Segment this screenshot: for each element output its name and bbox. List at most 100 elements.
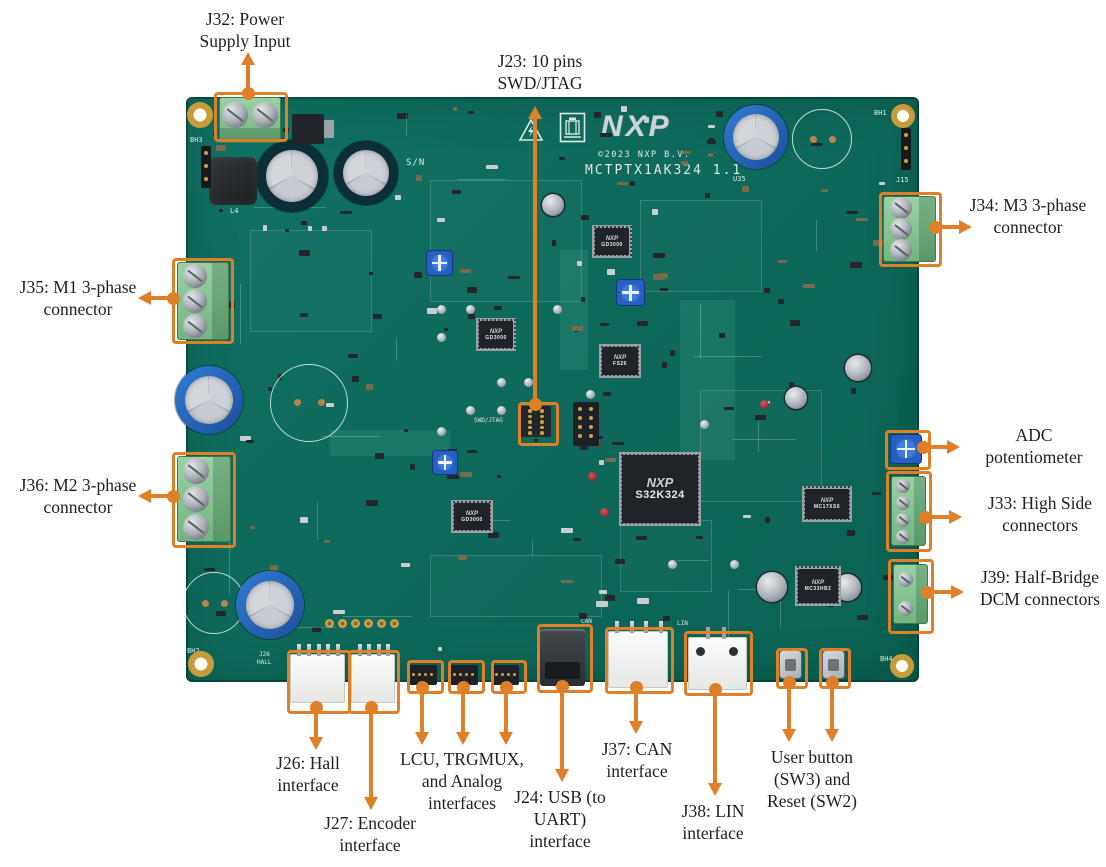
header-j22-part — [578, 407, 582, 411]
callout-arrowhead-j37 — [628, 721, 643, 734]
callout-label-line: and Analog — [421, 771, 503, 791]
smd-component — [681, 161, 688, 165]
connector-j24-usb-part — [545, 662, 580, 680]
smd-component — [534, 439, 538, 442]
test-point — [466, 305, 475, 314]
header-lcu-trgmux-analog-part — [453, 673, 456, 676]
dpak-transistor — [292, 114, 334, 144]
callout-label-line: Reset (SW2) — [767, 791, 857, 811]
callout-line-sw — [830, 682, 834, 733]
silkscreen-zone — [430, 180, 582, 302]
smd-component — [460, 472, 472, 477]
button-sw3-user-part — [784, 658, 797, 671]
power-inductor — [209, 157, 257, 205]
trimmer-pot-part — [435, 453, 455, 472]
test-point — [668, 560, 677, 569]
callout-label-line: potentiometer — [985, 447, 1083, 467]
callout-dot-j24 — [555, 679, 569, 693]
smd-component — [594, 112, 601, 118]
hbridge-mc33hb2-label: MC33HB2 — [804, 586, 832, 592]
silkscreen-zone — [700, 390, 822, 502]
silkscreen-line — [758, 421, 759, 452]
terminal-j33-highside-part — [896, 478, 911, 493]
mcu-s32k324-label: S32K324 — [635, 488, 685, 501]
smd-component — [250, 526, 255, 529]
header-lcu-trgmux-analog-part — [501, 673, 504, 676]
callout-label-line: J23: 10 pins — [497, 51, 583, 71]
callout-line-lcu — [461, 687, 465, 736]
callout-arrowhead-lcu-3 — [498, 732, 513, 745]
smd-component — [270, 565, 278, 571]
terminal-j34-m3-part — [890, 218, 913, 240]
smd-component — [612, 442, 624, 445]
silkscreen-line — [317, 502, 318, 540]
smd-component — [755, 415, 766, 420]
trimmer-pot-part — [430, 253, 449, 273]
callout-arrowhead-j27 — [363, 797, 378, 810]
smd-component — [497, 475, 501, 478]
smd-component — [552, 240, 556, 246]
callout-label-line: interface — [682, 823, 744, 843]
callout-line-j26 — [314, 707, 318, 741]
terminal-j32-power-part — [252, 101, 278, 128]
callout-label-line: J33: High Side — [987, 493, 1093, 513]
callout-label-line: J24: USB (to — [514, 787, 606, 807]
smd-component — [742, 186, 749, 192]
callout-box-j35 — [172, 258, 234, 344]
smd-component — [240, 436, 251, 441]
capacitor-electrolytic-blue-part — [245, 580, 295, 630]
smd-component — [660, 288, 668, 291]
capacitor-electrolytic — [334, 141, 398, 205]
smd-component — [581, 215, 589, 220]
silkscreen-line — [532, 540, 533, 556]
unpopulated-cap-footprint-part — [828, 136, 836, 144]
button-sw3-user[interactable] — [780, 651, 801, 678]
callout-dot-lcu — [456, 680, 470, 694]
button-sw2-reset[interactable] — [823, 651, 844, 678]
callout-line-j23 — [533, 115, 537, 404]
terminal-j34-m3-part — [890, 239, 913, 262]
adc-potentiometer-part — [894, 437, 918, 461]
silkscreen-line — [406, 115, 407, 136]
callout-line-j35 — [147, 296, 173, 300]
smd-component — [559, 157, 565, 160]
smd-component — [851, 388, 856, 394]
sbc-fs26-label: FS26 — [613, 361, 627, 367]
header-lcu-trgmux-analog-part — [412, 673, 415, 676]
nxp-logo-small: NXP — [646, 474, 674, 490]
header-lcu-trgmux-analog-part — [471, 673, 474, 676]
callout-arrowhead-adc-pot — [947, 439, 960, 454]
callout-arrowhead-j35 — [138, 290, 151, 305]
trimmer-pot-part — [620, 282, 641, 303]
callout-line-j37 — [634, 687, 638, 725]
bh2-silk: BH2 — [187, 647, 200, 655]
header-j23-swd-jtag-part — [528, 420, 532, 424]
board-model-text: MCTPTX1AK324 1.1 — [585, 163, 743, 178]
silkscreen-line — [733, 439, 796, 440]
terminal-j33-highside-part — [896, 495, 911, 510]
header-j22-part — [578, 434, 582, 438]
callout-label-line: interface — [606, 761, 668, 781]
smd-component — [719, 333, 725, 338]
header-lcu-trgmux-analog-part — [495, 673, 498, 676]
silkscreen-line — [396, 338, 397, 361]
capacitor-electrolytic-blue — [236, 571, 304, 639]
callout-label-line: (SW3) and — [773, 769, 851, 789]
callout-label-line: Supply Input — [199, 31, 291, 51]
smd-component — [637, 598, 649, 604]
terminal-j33-highside — [891, 476, 926, 546]
smd-component — [366, 500, 378, 506]
connector-j38-lin-part — [728, 647, 738, 657]
